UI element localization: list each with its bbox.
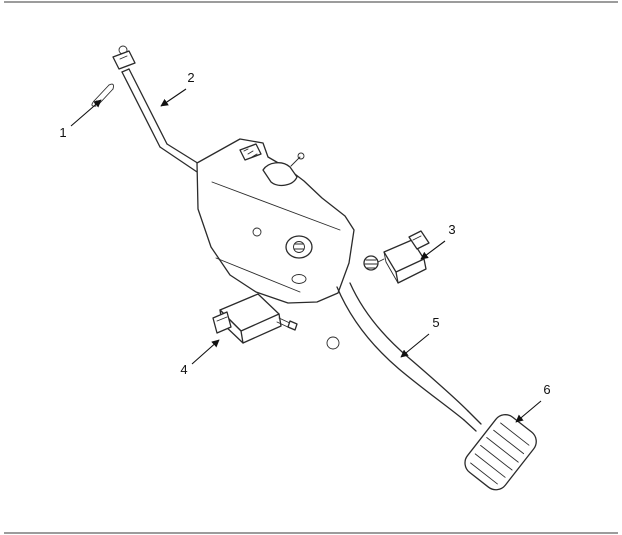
pad-ribs xyxy=(470,422,530,485)
clevis-body xyxy=(112,50,136,70)
callout-4-label: 4 xyxy=(180,362,187,377)
pedal-arm xyxy=(326,282,482,432)
callout-6: 6 xyxy=(515,382,551,423)
callout-1-arrow xyxy=(70,99,102,127)
callout-5-label: 5 xyxy=(432,315,439,330)
push-rod xyxy=(112,45,213,179)
callout-2-label: 2 xyxy=(187,70,194,85)
stop-lamp-switch-right xyxy=(363,230,430,284)
callout-5: 5 xyxy=(400,315,440,358)
brake-pedal-assembly-drawing xyxy=(91,45,537,491)
bracket-outline xyxy=(196,138,355,304)
callout-3-arrow xyxy=(420,240,446,260)
pivot-boss-hole xyxy=(285,235,313,259)
callout-4-arrow xyxy=(191,339,220,365)
callout-1: 1 xyxy=(59,99,102,140)
stop-lamp-switch-left xyxy=(212,293,298,344)
callout-2: 2 xyxy=(160,70,195,107)
small-hole xyxy=(252,227,262,237)
switch-nut xyxy=(363,255,379,271)
callout-3: 3 xyxy=(420,222,456,260)
callout-6-arrow xyxy=(515,400,542,423)
callout-2-arrow xyxy=(160,88,187,107)
clip xyxy=(91,83,114,107)
switch-connector xyxy=(408,230,430,250)
pivot-lever xyxy=(262,162,298,187)
callout-1-label: 1 xyxy=(59,125,66,140)
slot-hole xyxy=(291,274,307,284)
pedal-pad xyxy=(464,414,537,491)
callout-3-label: 3 xyxy=(448,222,455,237)
switch-plunger xyxy=(287,320,298,331)
pad-outline xyxy=(464,414,537,491)
callout-5-arrow xyxy=(400,333,430,358)
callouts: 1 2 3 4 5 6 xyxy=(59,70,551,423)
callout-4: 4 xyxy=(180,339,220,377)
arm-hole xyxy=(326,336,340,350)
mounting-bracket xyxy=(196,138,355,304)
callout-6-label: 6 xyxy=(543,382,550,397)
